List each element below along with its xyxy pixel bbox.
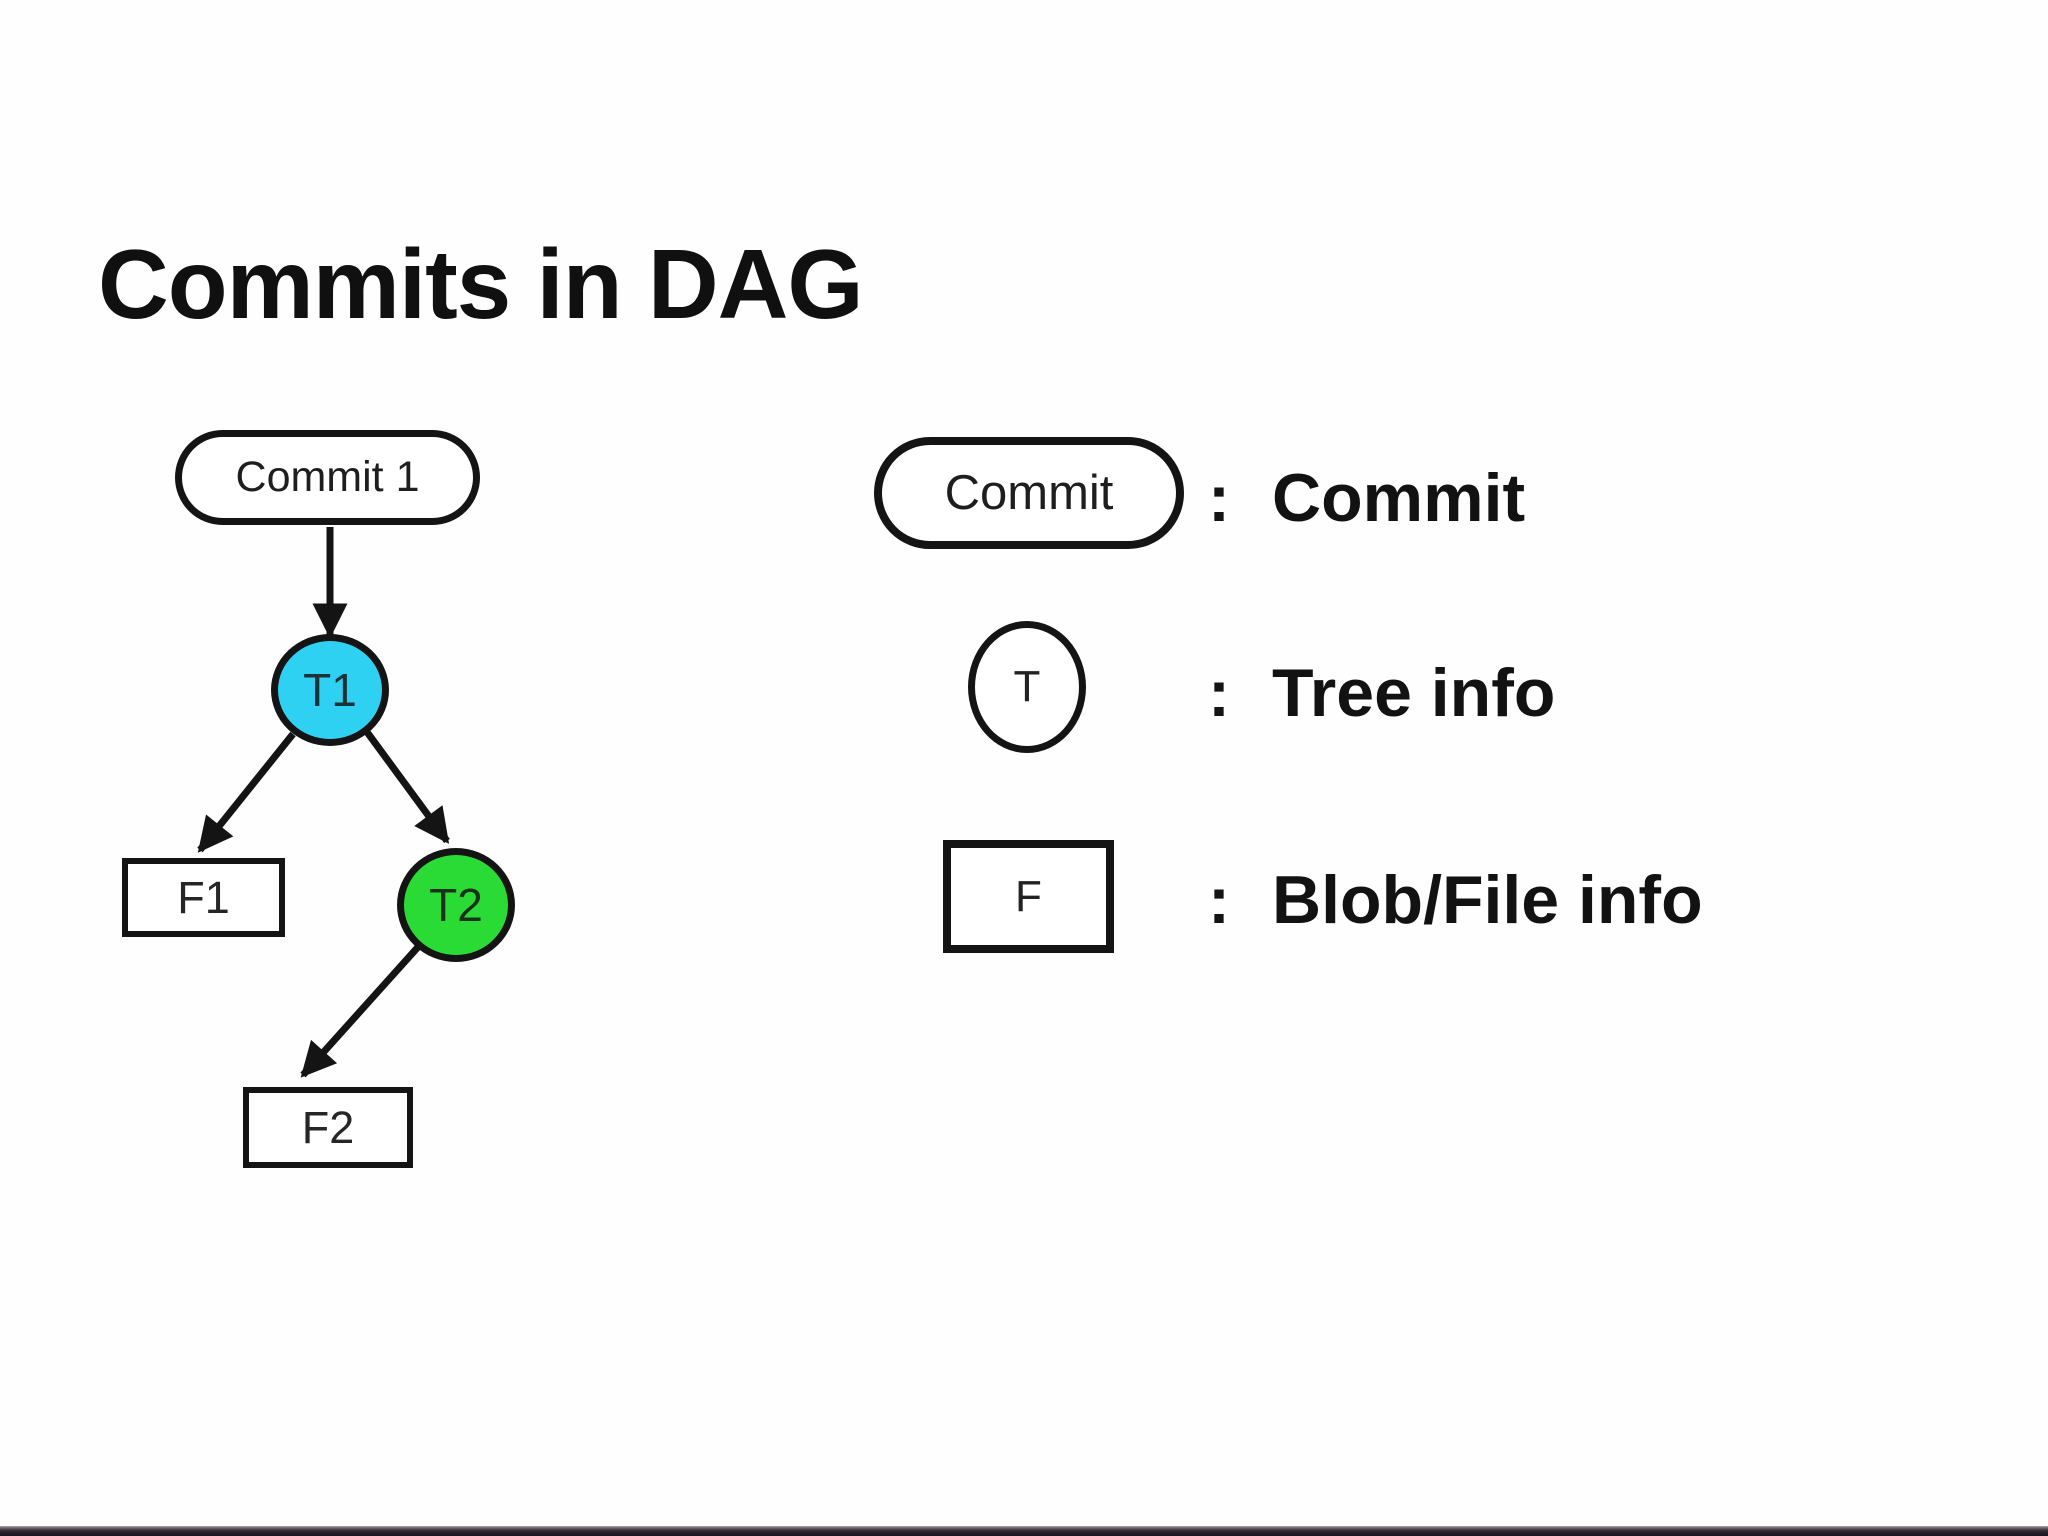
node-tree2-label: T2	[429, 879, 483, 931]
legend-colon-commit: :	[1208, 461, 1230, 535]
node-tree1-label: T1	[303, 664, 357, 716]
legend-tree-circle: T	[968, 621, 1086, 753]
legend-commit-oval: Commit	[874, 437, 1184, 549]
node-tree2: T2	[397, 848, 515, 962]
node-file2: F2	[243, 1087, 413, 1168]
node-commit1: Commit 1	[175, 430, 480, 525]
node-file1: F1	[122, 858, 285, 937]
edge-t2-f2	[300, 944, 421, 1078]
legend-blob-rect-label: F	[1015, 871, 1042, 921]
node-file1-label: F1	[177, 871, 230, 923]
legend-label-tree: Tree info	[1272, 655, 1556, 731]
node-tree1: T1	[271, 634, 389, 746]
edge-t1-t2	[364, 729, 450, 844]
node-commit1-label: Commit 1	[235, 453, 420, 501]
legend-label-commit: Commit	[1272, 460, 1526, 536]
bottom-progress-bar	[0, 1526, 2048, 1536]
legend-colon-blob: :	[1208, 863, 1230, 937]
legend-commit-oval-label: Commit	[944, 466, 1114, 520]
legend-colon-tree: :	[1208, 656, 1230, 730]
legend-tree-circle-label: T	[1013, 662, 1041, 711]
node-file2-label: F2	[301, 1101, 355, 1153]
edge-t1-f1	[197, 731, 296, 853]
slide-title: Commits in DAG	[98, 229, 864, 339]
legend-label-blob: Blob/File info	[1272, 862, 1703, 938]
legend-blob-rect: F	[943, 840, 1114, 953]
